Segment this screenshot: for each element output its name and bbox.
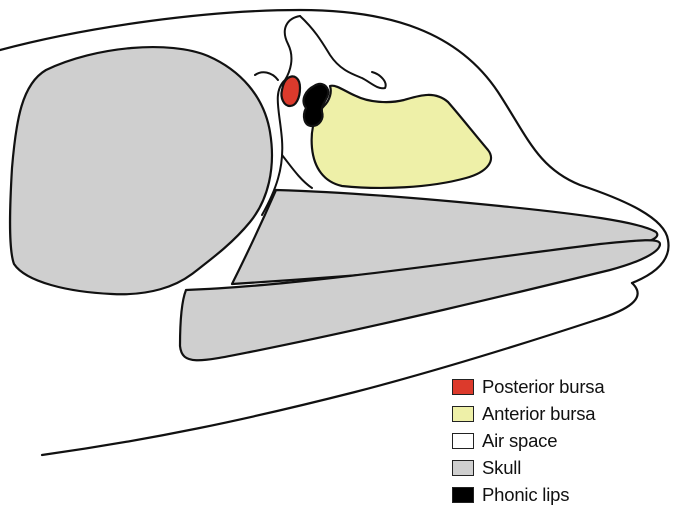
air-space-swatch	[452, 433, 474, 449]
anterior-bursa	[312, 86, 491, 188]
legend-label: Skull	[482, 457, 521, 479]
legend-item-anterior-bursa: Anterior bursa	[452, 400, 672, 427]
skull-cranium	[10, 47, 272, 294]
legend-item-air-space: Air space	[452, 427, 672, 454]
skull-swatch	[452, 460, 474, 476]
posterior-bursa	[281, 76, 300, 106]
legend-item-phonic-lips: Phonic lips	[452, 481, 672, 508]
air-sac-upper	[300, 16, 386, 88]
posterior-bursa-swatch	[452, 379, 474, 395]
legend-item-posterior-bursa: Posterior bursa	[452, 373, 672, 400]
legend-label: Air space	[482, 430, 557, 452]
legend-label: Phonic lips	[482, 484, 569, 506]
anterior-bursa-swatch	[452, 406, 474, 422]
legend-item-skull: Skull	[452, 454, 672, 481]
legend-label: Posterior bursa	[482, 376, 604, 398]
phonic-lips-swatch	[452, 487, 474, 503]
legend-label: Anterior bursa	[482, 403, 595, 425]
legend: Posterior bursa Anterior bursa Air space…	[452, 373, 672, 508]
